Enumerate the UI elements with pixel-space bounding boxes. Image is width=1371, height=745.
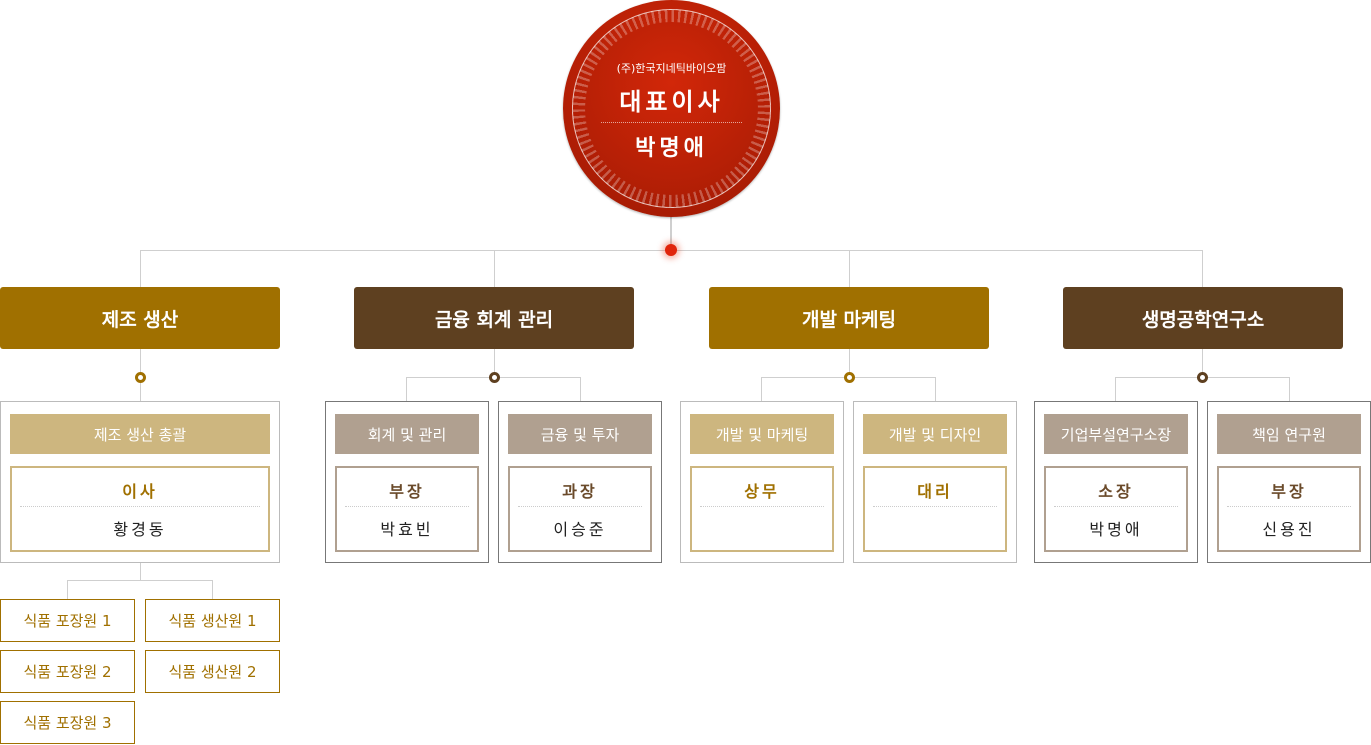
junction-dot <box>665 244 677 256</box>
junction-dot <box>844 372 855 383</box>
staff-item: 식품 포장원 1 <box>0 599 135 642</box>
unit-card: 개발 및 디자인 대리 <box>853 401 1017 563</box>
connector <box>494 250 495 287</box>
staff-item: 식품 생산원 1 <box>145 599 280 642</box>
connector <box>1202 250 1203 287</box>
role-box: 상무 <box>690 466 834 552</box>
connector <box>1115 377 1116 401</box>
person: 황경동 <box>113 520 167 539</box>
ceo-node: (주)한국지네틱바이오팜 대표이사 박명애 <box>563 0 780 217</box>
person: 신용진 <box>1262 520 1316 539</box>
person: 박효빈 <box>380 520 434 539</box>
staff-item: 식품 포장원 2 <box>0 650 135 693</box>
connector <box>1202 349 1203 377</box>
person: 이승준 <box>553 520 607 539</box>
connector <box>212 580 213 599</box>
connector <box>406 377 407 401</box>
connector <box>67 580 68 599</box>
unit-header: 기업부설연구소장 <box>1044 414 1188 454</box>
connector <box>140 563 141 581</box>
role: 이사 <box>122 482 158 501</box>
connector <box>140 250 141 287</box>
unit-card: 개발 및 마케팅 상무 <box>680 401 844 563</box>
unit-header: 금융 및 투자 <box>508 414 652 454</box>
unit-header: 개발 및 디자인 <box>863 414 1007 454</box>
junction-dot <box>135 372 146 383</box>
role: 소장 <box>1098 482 1134 501</box>
staff-item: 식품 포장원 3 <box>0 701 135 744</box>
connector <box>849 349 850 377</box>
company-name: (주)한국지네틱바이오팜 <box>616 62 727 75</box>
staff-item: 식품 생산원 2 <box>145 650 280 693</box>
role: 대리 <box>917 482 953 501</box>
dept-manufacturing: 제조 생산 <box>0 287 280 349</box>
ceo-title: 대표이사 <box>619 88 724 116</box>
connector <box>761 377 762 401</box>
dept-research: 생명공학연구소 <box>1063 287 1343 349</box>
connector <box>670 215 672 251</box>
role: 부장 <box>389 482 425 501</box>
junction-dot <box>489 372 500 383</box>
unit-header: 제조 생산 총괄 <box>10 414 270 454</box>
connector <box>1289 377 1290 401</box>
connector <box>935 377 936 401</box>
connector <box>849 250 850 287</box>
role: 과장 <box>562 482 598 501</box>
unit-header: 개발 및 마케팅 <box>690 414 834 454</box>
connector <box>67 580 212 581</box>
divider <box>601 122 742 123</box>
connector <box>494 349 495 377</box>
role: 상무 <box>744 482 780 501</box>
role-box: 대리 <box>863 466 1007 552</box>
dept-development: 개발 마케팅 <box>709 287 989 349</box>
role: 부장 <box>1271 482 1307 501</box>
dept-finance: 금융 회계 관리 <box>354 287 634 349</box>
unit-header: 회계 및 관리 <box>335 414 479 454</box>
unit-header: 책임 연구원 <box>1217 414 1361 454</box>
junction-dot <box>1197 372 1208 383</box>
connector <box>580 377 581 401</box>
person: 박명애 <box>1089 520 1143 539</box>
ceo-name: 박명애 <box>635 136 708 161</box>
ceo-inner <box>585 22 758 195</box>
